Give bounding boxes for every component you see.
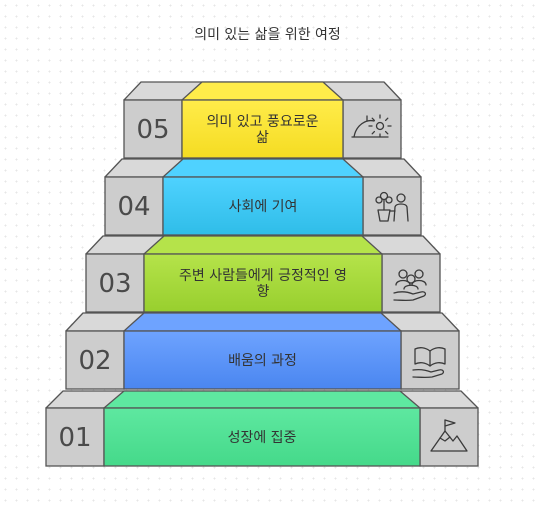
step-left-block	[85, 253, 145, 313]
mountain-flag-icon	[430, 419, 468, 452]
step-04: 04 사회에 기여	[104, 158, 422, 236]
step-left-block	[65, 330, 125, 390]
step-tread	[181, 81, 344, 101]
plant-person-icon	[375, 191, 409, 222]
step-label-line: 성장에 집중	[228, 430, 297, 446]
step-right-block	[342, 99, 402, 159]
step-label-line: 의미 있고 풍요로운	[207, 114, 319, 130]
step-03: 03 주변 사람들에게 긍정적인 영향	[85, 235, 441, 313]
step-face	[143, 253, 383, 313]
step-right-block	[362, 176, 422, 236]
sunrise-icon	[351, 114, 392, 138]
step-tread	[162, 158, 364, 178]
step-left-block	[123, 99, 183, 159]
book-in-hand-icon	[412, 347, 446, 379]
step-number: 01	[58, 423, 91, 453]
step-tread	[123, 312, 402, 332]
step-number: 05	[136, 115, 169, 145]
diagram-title: 의미 있는 삶을 위한 여정	[194, 27, 341, 43]
step-face	[123, 330, 402, 390]
step-left-block	[45, 407, 105, 467]
step-number: 03	[98, 269, 131, 299]
step-label-line: 삶	[256, 130, 269, 146]
step-face	[103, 407, 421, 467]
step-label-line: 배움의 과정	[228, 353, 297, 369]
step-02: 02 배움의 과정	[65, 312, 460, 390]
people-in-hand-icon	[393, 269, 427, 302]
step-label-line: 향	[257, 284, 270, 300]
step-01: 01 성장에 집중	[45, 390, 479, 467]
step-label-line: 사회에 기여	[229, 199, 298, 215]
step-tread	[103, 390, 421, 409]
step-left-block	[104, 176, 164, 236]
step-face	[181, 99, 344, 159]
step-label-line: 주변 사람들에게 긍정적인 영	[179, 268, 347, 284]
step-number: 02	[78, 346, 111, 376]
step-tread	[143, 235, 383, 255]
step-number: 04	[117, 192, 150, 222]
step-face	[162, 176, 364, 236]
